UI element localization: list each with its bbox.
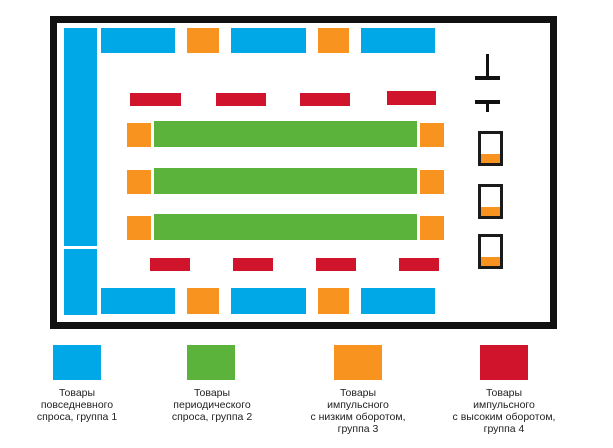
turnstile-icon-2 <box>475 100 500 112</box>
red-shelf-top-1 <box>130 93 181 106</box>
red-shelf-bottom-3 <box>316 258 356 271</box>
red-shelf-top-2 <box>216 93 266 106</box>
bottom-impulse-1 <box>187 288 219 314</box>
aisle-2-endcap-left <box>127 170 151 194</box>
legend-swatch-group-3 <box>334 345 382 380</box>
aisle-2-endcap-right <box>420 170 444 194</box>
red-shelf-bottom-1 <box>150 258 190 271</box>
left-wall-shelf-upper <box>64 28 97 246</box>
top-shelf-3 <box>361 28 435 53</box>
turnstile-icon <box>475 54 500 80</box>
red-shelf-top-3 <box>300 93 350 106</box>
aisle-3-shelf <box>154 214 417 240</box>
checkout-counter-2 <box>478 184 503 219</box>
legend-swatch-group-4 <box>480 345 528 380</box>
left-wall-shelf-lower <box>64 249 97 315</box>
store-floor-plan <box>50 16 557 329</box>
legend-label-group-3: Товары импульсного с низким оборотом, гр… <box>310 387 406 435</box>
checkout-counter-1 <box>478 131 503 166</box>
top-impulse-1 <box>187 28 219 53</box>
bottom-shelf-3 <box>361 288 435 314</box>
red-shelf-bottom-2 <box>233 258 273 271</box>
bottom-shelf-2 <box>231 288 306 314</box>
top-shelf-2 <box>231 28 306 53</box>
aisle-3-endcap-left <box>127 216 151 240</box>
legend-label-group-1: Товары повседневного спроса, группа 1 <box>36 387 118 423</box>
red-shelf-bottom-4 <box>399 258 439 271</box>
red-shelf-top-4 <box>387 91 436 105</box>
legend-label-group-2: Товары периодического спроса, группа 2 <box>171 387 253 423</box>
legend-swatch-group-1 <box>53 345 101 380</box>
aisle-1-endcap-left <box>127 123 151 147</box>
bottom-shelf-1 <box>101 288 175 314</box>
aisle-3-endcap-right <box>420 216 444 240</box>
top-impulse-2 <box>318 28 349 53</box>
aisle-1-shelf <box>154 121 417 147</box>
aisle-1-endcap-right <box>420 123 444 147</box>
legend-label-group-4: Товары импульсного с высоким оборотом, г… <box>452 387 556 435</box>
legend-swatch-group-2 <box>187 345 235 380</box>
checkout-counter-3 <box>478 234 503 269</box>
top-shelf-1 <box>101 28 175 53</box>
aisle-2-shelf <box>154 168 417 194</box>
bottom-impulse-2 <box>318 288 349 314</box>
